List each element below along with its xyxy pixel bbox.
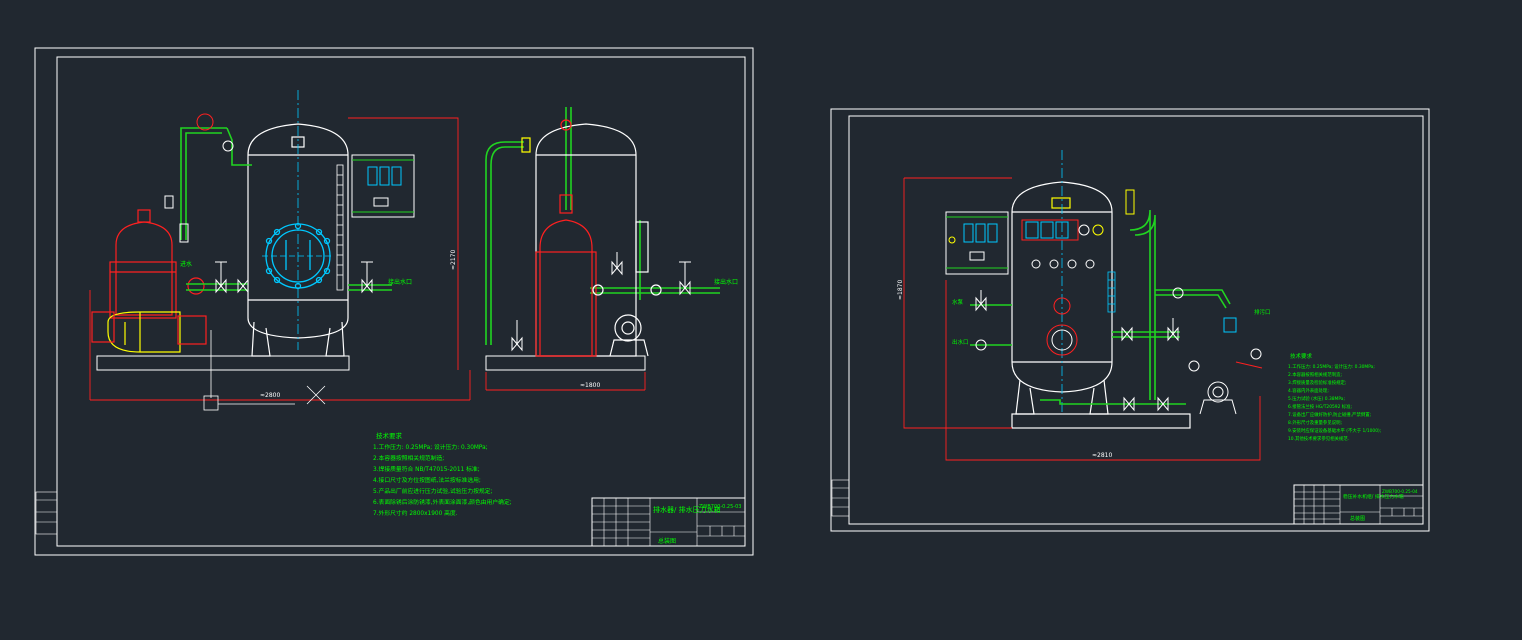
sheet-1-pressure-tank [109, 209, 177, 319]
sheet-1-side-tank [535, 123, 649, 357]
sheet-1-pump [107, 311, 181, 353]
sheet-1-technical-notes: 技术要求 1.工作压力: 0.25MPa; 设计压力: 0.30MPa; 2.本… [373, 431, 512, 517]
sheet-1-side-pressure-tank [535, 219, 597, 357]
sheet-2-level-gauge [1107, 271, 1116, 313]
sheet-2-technical-notes: 技术要求 1.工作压力: 0.25MPa; 设计压力: 0.30MPa; 2.本… [1288, 352, 1381, 442]
sheet-1-label-outlet-side: 接出水口 [714, 278, 738, 286]
sheet-1-note: 6.表面除锈后涂防锈漆,外表面涂面漆,颜色由用户确定; [373, 498, 512, 506]
sheet-1-note: 3.焊接质量符合 NB/T47015-2011 标准; [373, 465, 480, 473]
sheet-2-note: 2.本容器按照相关规范制造; [1288, 371, 1342, 378]
sheet-1-note: 7.外形尺寸约 2800x1900 高度. [373, 509, 458, 517]
sheet-1-note: 5.产品出厂前应进行压力试验,试验压力按规定; [373, 487, 493, 495]
sheet-1-title-block [591, 497, 746, 547]
sheet-2-notes-title: 技术要求 [1290, 352, 1313, 360]
sheet-1-inner-border [56, 56, 746, 547]
sheet-2-inner-border [848, 115, 1424, 525]
sheet-2-pipes [970, 209, 1231, 405]
sheet-1-title-name-text: 排水器/ 排水压力水箱 [653, 505, 721, 514]
sheet-1-title-name: 排水器/ 排水压力水箱 [653, 505, 721, 514]
sheet-2-title-sub: 总装图 [1350, 515, 1365, 522]
sheet-1-main-tank [247, 123, 349, 357]
sheet-2-control-cabinet [945, 211, 1009, 275]
sheet-1-notes-title: 技术要求 [376, 431, 403, 440]
sheet-1-control-cabinet [351, 154, 415, 218]
sheet-1-note: 1.工作压力: 0.25MPa; 设计压力: 0.30MPa; [373, 443, 488, 451]
sheet-1-dim-height: ≈2170 [450, 250, 457, 270]
sheet-2-dim-width: ≈2810 [1092, 452, 1112, 459]
sheet-2-valves [975, 189, 1263, 415]
sheet-2-title-name: 稳压补水机组/ 排水压力水箱 [1343, 493, 1404, 500]
sheet-1-dim-width2: ≈1800 [580, 382, 600, 389]
sheet-2-note: 10.其他技术要求参见相关规范. [1288, 435, 1349, 442]
sheet-1-valves [164, 113, 691, 352]
sheet-2-note: 7.设备出厂应做好防护,防止碰撞,严禁倒置; [1288, 411, 1371, 418]
sheet-2-label-drain: 排污口 [1254, 308, 1271, 316]
sheet-2-label-pump: 水泵 [952, 298, 964, 306]
sheet-2-binding-strip [831, 479, 850, 517]
sheet-1-base-skid-side [485, 355, 646, 371]
sheet-1-side-pump [521, 119, 662, 357]
sheet-2-note: 1.工作压力: 0.25MPa; 设计压力: 0.30MPa; [1288, 363, 1375, 370]
sheet-2-label-outlet: 出水口 [952, 338, 969, 346]
sheet-2-dimensions [903, 177, 1261, 461]
sheet-1-note: 4.接口尺寸及方位按图纸,法兰按标准选用; [373, 476, 481, 484]
sheet-2-outer-border [830, 108, 1430, 532]
sheet-2-note: 4.容器内外表面处理; [1288, 387, 1329, 394]
sheet-1-title-sub: 总装图 [658, 537, 676, 545]
sheet-1-level-gauge [336, 164, 344, 291]
sheet-2-title-block [1293, 484, 1424, 525]
sheet-1-label-outlet: 接出水口 [388, 278, 412, 286]
sheet-2-note: 5.压力试验 (水压) 0.38MPa; [1288, 395, 1345, 402]
sheet-2-note: 9.安装时应保证设备基础水平 (不大于 1/1000); [1288, 427, 1381, 434]
sheet-2-note: 8.外形尺寸及重量参见说明; [1288, 419, 1342, 426]
sheet-2-dim-height: ≈1870 [897, 280, 904, 300]
sheet-2-note: 6.接管法兰按 HG/T20592 标准; [1288, 403, 1352, 410]
sheet-2-main-tank [1011, 181, 1191, 429]
drawing-sheet-2[interactable]: ≈2810 ≈1870 水泵 出水口 排污口 技术要求 1.工作压力: 0.25… [830, 108, 1430, 532]
sheet-1-outer-border [34, 47, 754, 556]
drawing-sheet-1[interactable]: ≈2800 ≈1800 ≈2170 接出水口 接出水口 进水 技术要求 1.工作… [34, 47, 754, 556]
sheet-1-pump-motor [91, 277, 207, 345]
sheet-1-construction-marks [203, 330, 326, 411]
sheet-1-dim-width: ≈2800 [260, 392, 280, 399]
sheet-1-note: 2.本容器按照相关规范制造; [373, 454, 444, 462]
sheet-1-binding-strip [35, 491, 58, 535]
sheet-1-label-inlet: 进水 [180, 260, 192, 268]
sheet-2-note: 3.焊接质量及检验标准按规定; [1288, 379, 1346, 386]
sheet-1-base-skid [96, 355, 350, 371]
sheet-2-title-code: ZWB700-0.25-04 [1382, 489, 1418, 494]
sheet-1-title-code: ZWB700-0.25-03 [699, 504, 741, 510]
sheet-2-instruments [1021, 219, 1104, 356]
sheet-1-dimensions [89, 117, 646, 401]
sheet-1-pipes [180, 107, 720, 345]
